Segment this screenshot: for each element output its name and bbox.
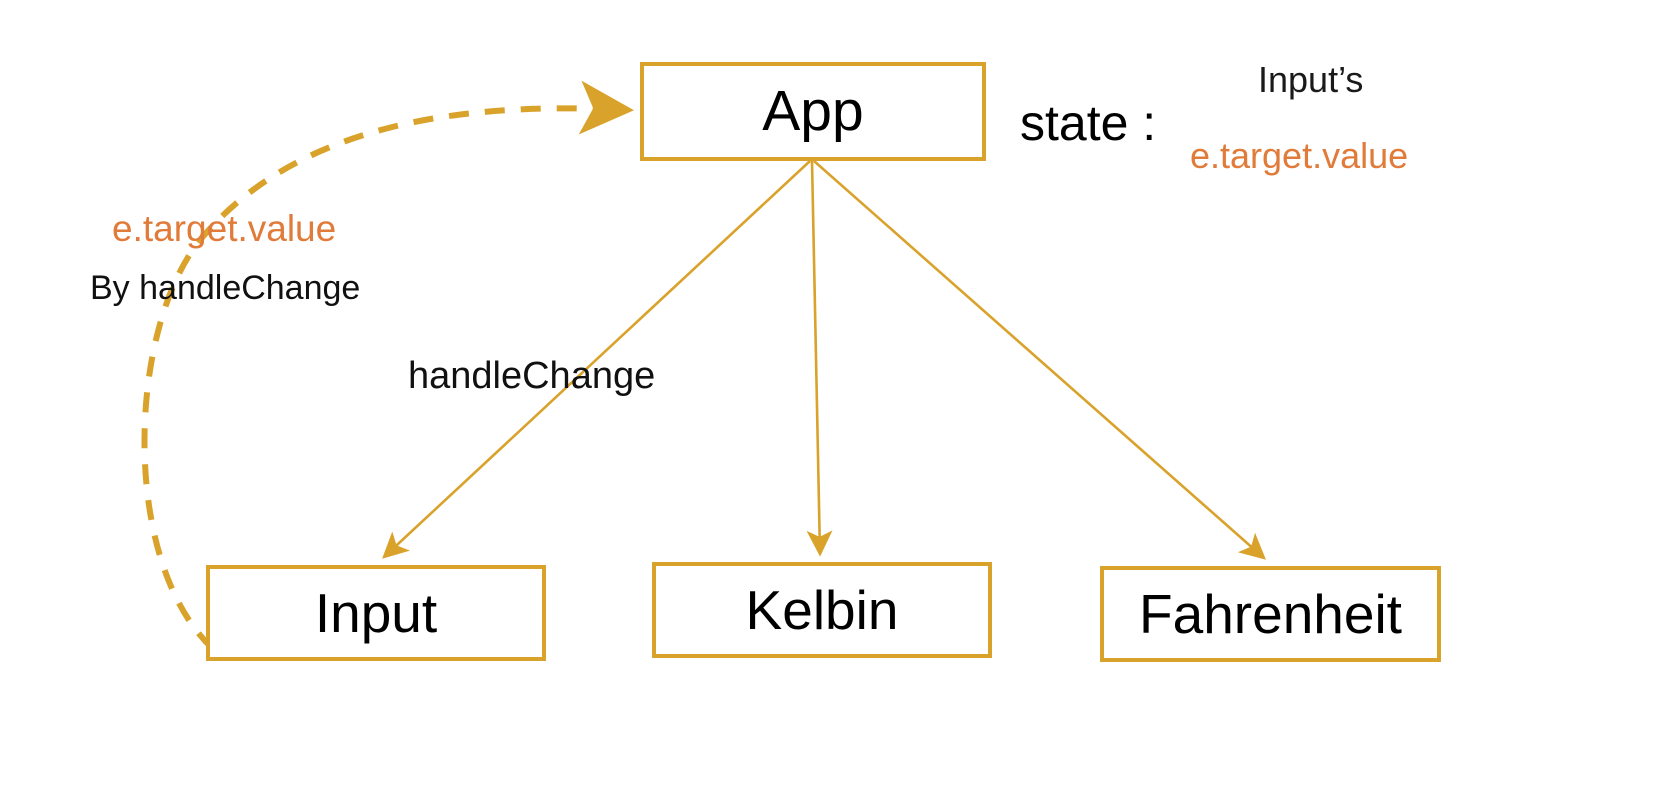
node-fahrenheit-label: Fahrenheit (1139, 582, 1402, 645)
edge-app-to-fahrenheit (813, 160, 1266, 560)
node-fahrenheit[interactable]: Fahrenheit (1100, 566, 1441, 662)
node-app-label: App (762, 79, 864, 143)
node-app[interactable]: App (640, 62, 986, 161)
state-owner-label: Input’s (1258, 59, 1364, 100)
callback-value-label: e.target.value (112, 208, 337, 249)
node-kelbin[interactable]: Kelbin (652, 562, 992, 658)
node-kelbin-label: Kelbin (745, 578, 899, 641)
callback-source-label: By handleChange (90, 269, 361, 307)
node-input[interactable]: Input (206, 565, 546, 661)
node-input-label: Input (314, 581, 438, 644)
state-value-label: e.target.value (1190, 135, 1409, 176)
prop-handlechange-label: handleChange (408, 355, 656, 397)
edge-app-to-kelbin (806, 160, 833, 557)
state-label: state : (1020, 95, 1157, 151)
